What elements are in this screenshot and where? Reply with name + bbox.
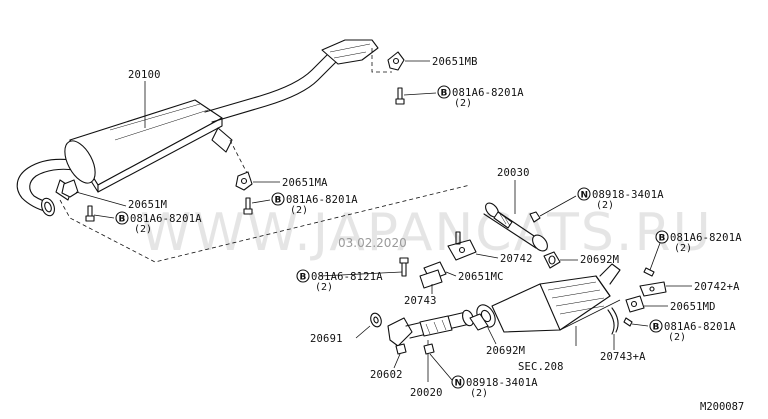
bracket-20743A[interactable]: 20743+A	[600, 307, 646, 363]
svg-text:(2): (2)	[290, 205, 308, 216]
bolt-081A6-8201A-left[interactable]: B 081A6-8201A (2)	[85, 205, 202, 235]
svg-text:081A6-8121A: 081A6-8121A	[311, 271, 383, 283]
svg-text:(2): (2)	[470, 388, 488, 399]
nut-n-icon	[577, 187, 591, 201]
bolt-081A6-8201A-middle[interactable]: B 081A6-8201A (2)	[243, 192, 358, 216]
nut-20602[interactable]: 20602	[370, 343, 407, 381]
nut-08918-3401A-lower[interactable]: N 08918-3401A (2)	[423, 343, 538, 399]
svg-text:20742+A: 20742+A	[694, 281, 740, 293]
section-ref-sec208[interactable]: SEC.208	[518, 361, 564, 373]
svg-text:B: B	[653, 323, 660, 333]
bracket-20742A[interactable]: 20742+A	[639, 281, 740, 297]
svg-text:20602: 20602	[370, 369, 403, 381]
svg-text:20742: 20742	[500, 253, 533, 265]
svg-text:B: B	[300, 273, 307, 283]
bolt-081A6-8201A-top[interactable]: B 081A6-8201A (2)	[395, 85, 524, 109]
svg-text:081A6-8201A: 081A6-8201A	[286, 194, 358, 206]
bolt-081A6-8201A-right-lower[interactable]: B 081A6-8201A (2)	[623, 317, 736, 343]
bolt-b-icon	[649, 319, 663, 333]
svg-text:20743+A: 20743+A	[600, 351, 646, 363]
bracket-20743[interactable]: 20743	[404, 284, 437, 307]
exhaust-pipe-20020[interactable]: 20020	[387, 309, 475, 399]
svg-text:(2): (2)	[134, 224, 152, 235]
bolt-b-icon	[115, 211, 129, 225]
svg-text:081A6-8201A: 081A6-8201A	[664, 321, 736, 333]
svg-text:20651MA: 20651MA	[282, 177, 328, 189]
svg-text:N: N	[455, 379, 463, 389]
svg-text:08918-3401A: 08918-3401A	[466, 377, 538, 389]
svg-text:20651MB: 20651MB	[432, 56, 478, 68]
nut-08918-3401A-top[interactable]: N 08918-3401A (2)	[529, 187, 664, 223]
hanger-rubber-20651M[interactable]: 20651M	[61, 179, 167, 211]
svg-text:081A6-8201A: 081A6-8201A	[130, 213, 202, 225]
svg-text:20030: 20030	[497, 167, 530, 179]
svg-text:20651MD: 20651MD	[670, 301, 716, 313]
gasket-20691[interactable]: 20691	[310, 312, 383, 345]
bolt-b-icon	[437, 85, 451, 99]
bolt-b-icon	[655, 230, 669, 244]
gasket-20692M-upper[interactable]: 20692M	[543, 251, 619, 269]
svg-text:20651M: 20651M	[128, 199, 167, 211]
label-20100[interactable]: 20100	[128, 69, 161, 128]
svg-text:(2): (2)	[454, 98, 472, 109]
svg-text:B: B	[659, 234, 666, 244]
svg-text:(2): (2)	[674, 243, 692, 254]
svg-text:(2): (2)	[315, 282, 333, 293]
svg-text:N: N	[581, 191, 589, 201]
svg-text:(2): (2)	[668, 332, 686, 343]
svg-text:B: B	[275, 196, 282, 206]
bolt-b-icon	[296, 269, 310, 283]
date-stamp: 03.02.2020	[338, 236, 407, 250]
catalytic-converter-sec208[interactable]	[473, 263, 621, 346]
svg-text:20692M: 20692M	[486, 345, 525, 357]
svg-text:20743: 20743	[404, 295, 437, 307]
svg-text:20100: 20100	[128, 69, 161, 81]
svg-text:B: B	[441, 89, 448, 99]
gasket-20692M-lower[interactable]: 20692M	[469, 313, 525, 357]
front-pipe-20030[interactable]: 20030	[483, 167, 550, 254]
hanger-rubber-20651MA[interactable]: 20651MA	[235, 171, 328, 191]
svg-text:SEC.208: SEC.208	[518, 361, 564, 373]
watermark: WWW.JAPANCATS.RU	[140, 203, 713, 263]
svg-text:08918-3401A: 08918-3401A	[592, 189, 664, 201]
nut-n-icon	[451, 375, 465, 389]
svg-text:B: B	[119, 215, 126, 225]
bolt-b-icon	[271, 192, 285, 206]
bracket-20742[interactable]: 20742	[447, 231, 533, 265]
bolt-081A6-8201A-right-upper[interactable]: B 081A6-8201A (2)	[643, 230, 742, 277]
svg-text:20692M: 20692M	[580, 254, 619, 266]
hanger-rubber-20651MB[interactable]: 20651MB	[387, 51, 478, 71]
bolt-081A6-8121A[interactable]: B 081A6-8121A (2)	[296, 257, 409, 293]
hanger-rubber-20651MD[interactable]: 20651MD	[625, 295, 716, 313]
svg-text:(2): (2)	[596, 200, 614, 211]
main-muffler-part[interactable]	[16, 39, 379, 218]
diagram-code: M200087	[700, 401, 744, 413]
svg-text:081A6-8201A: 081A6-8201A	[670, 232, 742, 244]
hanger-rubber-20651MC[interactable]: 20651MC	[419, 261, 504, 289]
svg-text:20020: 20020	[410, 387, 443, 399]
svg-text:20651MC: 20651MC	[458, 271, 504, 283]
svg-text:081A6-8201A: 081A6-8201A	[452, 87, 524, 99]
svg-text:20691: 20691	[310, 333, 343, 345]
